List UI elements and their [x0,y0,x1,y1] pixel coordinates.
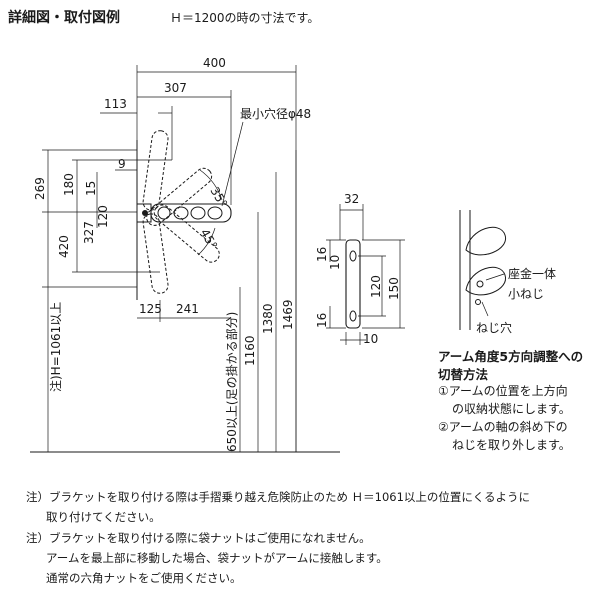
page-subtitle: Ｈ＝1200の時の寸法です。 [170,11,320,25]
arm-adjust-step-2b: ねじを取り外します。 [452,438,571,452]
bracket-dim-16a: 16 [315,247,329,262]
arm-detail-view [459,210,506,330]
dim-15: 15 [84,181,98,196]
note-line-2: 取り付けてください。 [46,510,161,524]
arm-adjust-heading-1: アーム角度5方向調整への [438,349,584,364]
dim-400: 400 [203,56,226,70]
dim-420: 420 [57,235,71,258]
note-line-4: アームを最上部に移動した場合、袋ナットがアームに接触します。 [46,551,388,565]
bracket-dim-150: 150 [387,277,401,300]
detail-label-small-screw: 小ねじ [508,287,544,301]
bracket-dim-32: 32 [344,192,359,206]
dim-180: 180 [62,173,76,196]
dim-113: 113 [104,97,127,111]
hole-diameter-label: 最小穴径φ48 [240,106,311,121]
arm-adjust-heading-2: 切替方法 [438,367,489,382]
page-title: 詳細図・取付図例 [8,10,120,26]
dim-1469: 1469 [281,299,295,330]
arm-adjust-step-1b: の収納状態にします。 [452,402,571,416]
arm-adjust-step-2a: ②アームの軸の斜め下の [438,420,568,434]
floor-clearance-label: 650以上(足の掛かる部分) [224,312,239,452]
h-note-label: 注)H=1061以上 [48,302,63,392]
bracket-dim-120: 120 [369,275,383,298]
dim-9: 9 [118,157,126,171]
detail-label-screw-hole: ねじ穴 [476,320,512,335]
bracket-dim-10b: 10 [363,332,378,346]
dim-120-left: 120 [96,205,110,228]
note-line-3: 注）ブラケットを取り付ける際に袋ナットはご使用になれません。 [26,531,371,545]
dim-1160: 1160 [243,335,257,366]
dim-125: 125 [139,302,162,316]
dim-1380: 1380 [261,303,275,334]
dim-307: 307 [164,81,187,95]
arm-adjust-step-1a: ①アームの位置を上方向 [438,384,568,398]
dim-241: 241 [176,302,199,316]
arm-assembly [136,130,232,294]
bracket-dim-10a: 10 [328,255,342,270]
note-line-1: 注）ブラケットを取り付ける際は手摺乗り越え危険防止のため Ｈ＝1061以上の位置… [26,490,530,504]
bracket-side-view [326,204,405,345]
bracket-dim-16b: 16 [315,313,329,328]
detail-label-washer-screw: 座金一体 [508,266,556,281]
dim-327: 327 [82,221,96,244]
note-line-5: 通常の六角ナットをご使用ください。 [46,571,242,585]
dim-269: 269 [33,177,47,200]
